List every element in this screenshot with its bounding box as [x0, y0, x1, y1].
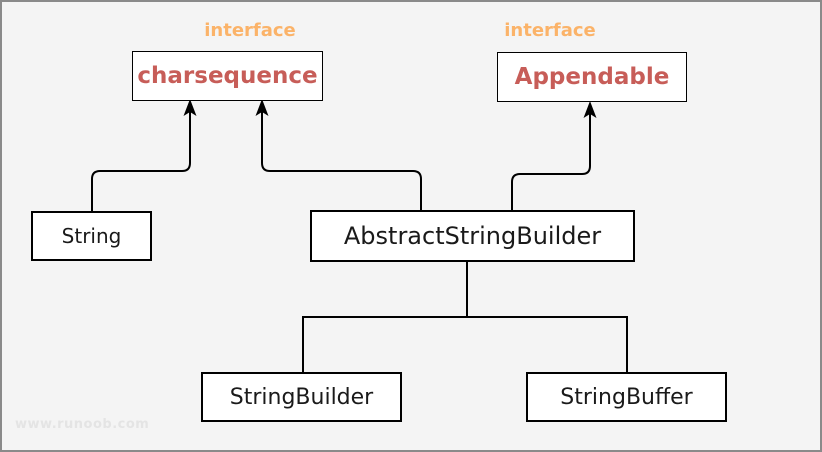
- arrowhead-abstract-to-charsequence: [255, 99, 269, 116]
- node-appendable: Appendable: [497, 52, 687, 102]
- edge-abstract-to-charsequence: [261, 112, 422, 210]
- arrowhead-abstract-to-appendable: [583, 101, 597, 118]
- node-string: String: [31, 211, 152, 261]
- node-abstract-string-builder: AbstractStringBuilder: [310, 210, 635, 262]
- edge-string-to-charsequence: [91, 112, 191, 211]
- edge-abstract-to-children: [302, 262, 628, 372]
- node-string-buffer: StringBuffer: [526, 372, 727, 422]
- edge-abstract-to-appendable: [511, 114, 591, 210]
- arrowhead-string-to-charsequence: [183, 99, 197, 116]
- node-string-builder: StringBuilder: [201, 372, 402, 422]
- interface-label-right: interface: [504, 20, 596, 41]
- interface-label-left: interface: [204, 20, 296, 41]
- watermark-text: www.runoob.com: [15, 417, 150, 432]
- node-charsequence: charsequence: [132, 51, 323, 101]
